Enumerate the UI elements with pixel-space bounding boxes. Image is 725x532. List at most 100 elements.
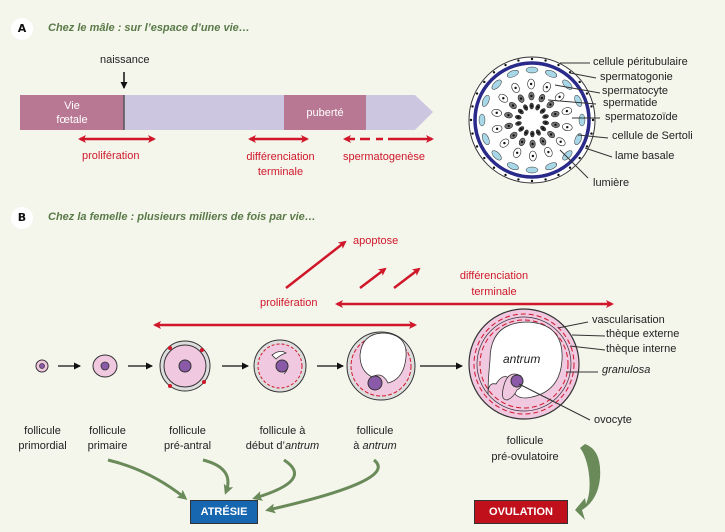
germ-cell-nucleus (531, 132, 534, 136)
peritubular-cell (530, 179, 534, 183)
granulosa-label: granulosa (602, 364, 651, 376)
timeline-segment-fetal (20, 95, 124, 130)
germ-cell-nucleus (503, 141, 506, 145)
spermatogonia-cell (562, 150, 573, 161)
follicle-label-line2: pré-ovulatoire (491, 451, 559, 463)
antrum-label: antrum (503, 352, 541, 366)
atresia-arrow-primary (107, 458, 188, 500)
spermatogonia-cell (491, 150, 502, 161)
tubule-label-spermatogonie: spermatogonie (600, 71, 673, 83)
peritubular-cell (590, 132, 593, 135)
follicle-label-primary: follicule primaire (80, 424, 135, 454)
peritubular-cell (578, 156, 581, 160)
peritubular-cell (504, 173, 507, 177)
spermatogonia-cell (525, 166, 539, 174)
birth-label: naissance (100, 54, 150, 66)
peritubular-cell (483, 156, 486, 160)
atresia-arrow-preantral (202, 458, 234, 495)
follicle-antrum (346, 331, 416, 401)
follicle-label-line2: primordial (18, 440, 67, 452)
label-italic: antrum (284, 440, 320, 452)
germ-cell-nucleus (502, 97, 505, 100)
germ-cell-nucleus (566, 125, 569, 129)
follicle-primary (92, 354, 118, 378)
differenciation-b-label: différenciation terminale (444, 268, 544, 300)
tubule-label-lumiere: lumière (593, 177, 630, 189)
ovocyte-label: ovocyte (594, 414, 632, 426)
follicle-label-line2: pré-antral (163, 440, 212, 452)
germ-cell-nucleus (545, 85, 549, 89)
spermatogonia-cell (478, 113, 486, 127)
timeline-fetal-label: Vie fœtale (20, 95, 124, 130)
germ-cell-nucleus (549, 133, 553, 136)
germ-cell-nucleus (554, 112, 557, 116)
fetal-label-line2: fœtale (56, 113, 88, 126)
germ-cell-nucleus (558, 95, 561, 99)
spermatogonia-cell (545, 69, 558, 78)
spermatogonia-cell (574, 133, 583, 146)
tubule-label-sertoli: cellule de Sertoli (612, 130, 693, 142)
peritubular-cell (568, 166, 572, 169)
tubule-label-spermatide: spermatide (603, 97, 658, 109)
germ-cell-nucleus (541, 109, 544, 113)
phase-differenciation-line1: différenciation (246, 151, 315, 163)
theque-externe-label: thèque externe (606, 328, 680, 340)
peritubular-cell (504, 63, 507, 67)
label-text: début d’ (245, 440, 285, 452)
apoptose-arrow-main (285, 240, 347, 289)
peritubular-cell (544, 59, 547, 62)
follicle-preantral (159, 340, 211, 392)
follicle-preovulatory (468, 308, 580, 420)
tubule-label-spermatozoide: spermatozoïde (605, 111, 678, 123)
peritubular-cell (585, 92, 589, 95)
germ-cell-nucleus (540, 96, 544, 100)
spermatogonia-cell (578, 113, 586, 127)
germ-cell-nucleus (529, 82, 533, 86)
panel-a-badge: A (11, 18, 33, 40)
seminiferous-tubule (468, 56, 596, 184)
preovulatory-leader-lines (518, 321, 606, 421)
germ-cell-nucleus (537, 131, 540, 134)
germ-cell-nucleus (531, 154, 535, 158)
spermatogonia-cell (545, 162, 558, 171)
timeline-segment-puberty (284, 95, 366, 130)
germ-cell-nucleus (547, 150, 550, 154)
phase-spermatogenese-label: spermatogenèse (343, 151, 425, 163)
follicle-label-line1: follicule (24, 425, 61, 437)
spermatogonia-cell (481, 133, 490, 146)
follicle-label-early-antrum: follicule à début d’antrum (240, 424, 325, 454)
germ-cell-nucleus (517, 122, 520, 125)
peritubular-cell (471, 132, 474, 135)
follicle-label-line1: follicule (169, 425, 206, 437)
atresie-box: ATRÉSIE (190, 500, 258, 524)
germ-cell-nucleus (507, 114, 510, 117)
follicle-primordial (35, 359, 49, 373)
germ-cell-nucleus (511, 104, 515, 107)
peritubular-cell (469, 118, 473, 122)
germ-cell-nucleus (515, 151, 519, 155)
tubule-label-spermatocyte: spermatocyte (602, 85, 669, 97)
peritubular-cell (475, 92, 479, 95)
germ-cell-nucleus (514, 86, 517, 90)
phase-differenciation-label: différenciation terminale (238, 150, 323, 180)
peritubular-cell (492, 71, 496, 74)
germ-cell-nucleus (565, 109, 569, 113)
peritubular-cell (591, 118, 595, 122)
peritubular-cell (517, 59, 520, 62)
germ-cell-nucleus (536, 106, 539, 109)
ovulation-arrow (575, 444, 601, 520)
germ-cell-nucleus (531, 142, 534, 146)
proliferation-b-label: prolifération (260, 297, 318, 309)
germ-cell-nucleus (530, 94, 533, 98)
differenciation-b-line2: terminale (471, 286, 517, 298)
peritubular-cell (585, 145, 589, 148)
follicle-label-antrum: follicule à antrum (345, 424, 405, 454)
follicle-label-line2: à antrum (345, 439, 405, 454)
germ-cell-nucleus (541, 140, 545, 143)
germ-cell-nucleus (519, 110, 523, 113)
germ-cell-nucleus (519, 97, 523, 100)
peritubular-cell (544, 178, 547, 181)
germ-cell-nucleus (544, 121, 547, 124)
apoptose-label: apoptose (353, 235, 399, 247)
